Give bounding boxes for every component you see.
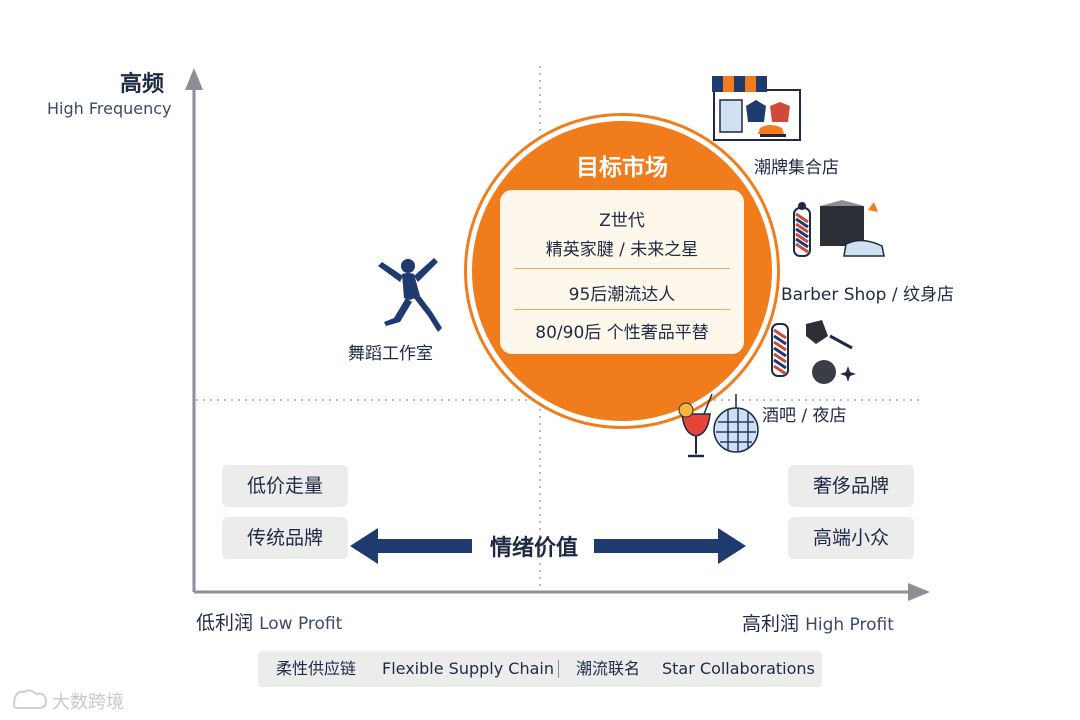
low-profit-en: Low Profit [259,614,343,634]
x-axis-high-label: 高利润 High Profit [742,609,894,636]
footer-right-zh: 潮流联名 [576,659,641,678]
footer-left-en: Flexible Supply Chain [382,659,554,678]
x-axis-arrow [908,583,930,601]
target-line-4: 80/90后 个性奢品平替 [535,323,709,343]
dancer-icon [378,258,442,332]
x-axis-low-label: 低利润 Low Profit [196,608,342,635]
tag-niche-high-end: 高端小众 [788,517,914,559]
low-profit-zh: 低利润 [196,612,254,634]
cocktail-disco-icon [678,393,759,458]
high-profit-zh: 高利润 [742,613,800,635]
barber-pole-icon [793,200,885,257]
watermark-text: 大数跨境 [52,692,124,713]
target-line-1: Z世代 [599,211,645,231]
tag-low-price: 低价走量 [222,465,348,507]
footer-divider [558,660,559,678]
target-market-card [500,190,744,354]
watermark-logo-icon [12,689,48,709]
emotion-value-label: 情绪价值 [489,536,578,561]
storefront-icon [712,76,801,141]
high-profit-en: High Profit [805,615,894,635]
footer-right-en: Star Collaborations [662,659,815,678]
target-market-title: 目标市场 [576,155,668,181]
tattoo-icon [771,320,856,384]
tag-traditional-brand: 传统品牌 [222,517,348,559]
barber-shop-label: Barber Shop / 纹身店 [781,285,955,305]
trend-store-label: 潮牌集合店 [754,158,839,178]
dance-studio-label: 舞蹈工作室 [348,344,433,364]
y-axis-title-en: High Frequency [47,99,172,118]
footer-left-zh: 柔性供应链 [276,659,357,678]
tag-luxury-brand: 奢侈品牌 [788,465,914,507]
card-separator [514,268,730,269]
target-line-3: 95后潮流达人 [568,285,676,305]
target-line-2: 精英家腱 / 未来之星 [545,240,699,260]
footer-strategies: 柔性供应链 Flexible Supply Chain 潮流联名 Star Co… [258,651,822,687]
y-axis-title-zh: 高频 [120,72,165,97]
bar-nightclub-label: 酒吧 / 夜店 [762,406,847,426]
y-axis-arrow [185,68,203,90]
card-separator [514,309,730,310]
emotion-value-arrow [350,528,746,564]
